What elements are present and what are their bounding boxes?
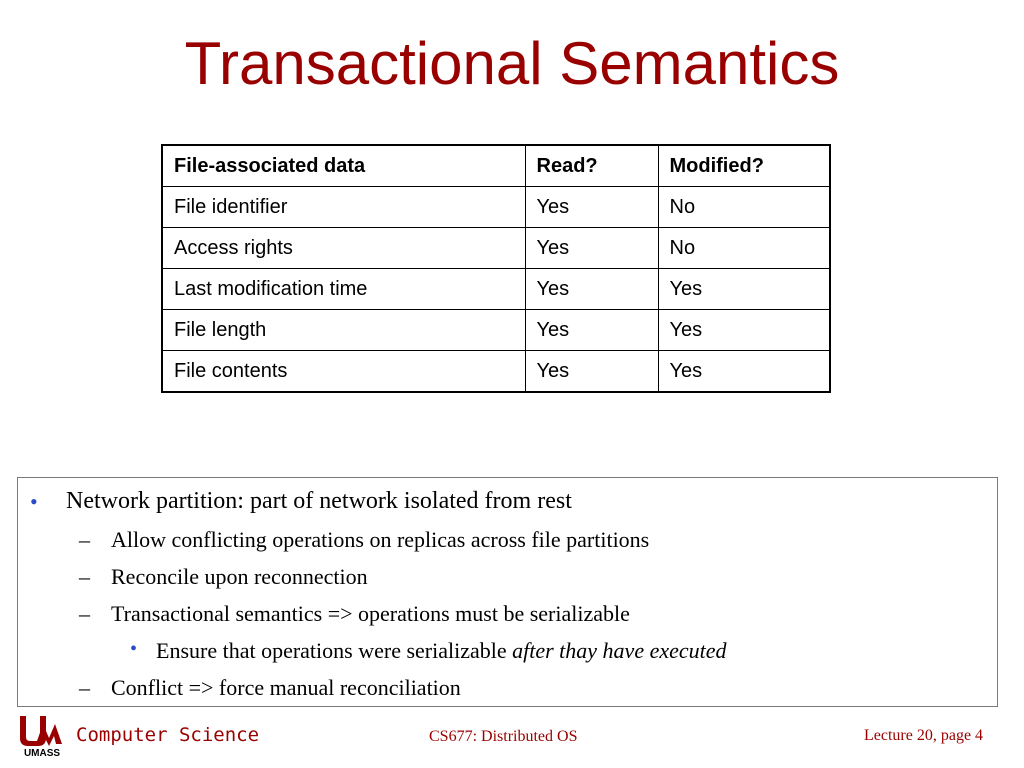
table-cell: Last modification time: [161, 268, 526, 310]
bullet-dot: •: [30, 489, 38, 514]
table-cell: Access rights: [161, 227, 526, 269]
bullet-allow-conflicting: Allow conflicting operations on replicas…: [111, 527, 650, 552]
table-cell: No: [657, 186, 831, 228]
table-cell: File identifier: [161, 186, 526, 228]
table-cell: Yes: [524, 350, 659, 393]
table-row: File contents Yes Yes: [161, 350, 831, 393]
bullet-conflict: Conflict => force manual reconciliation: [111, 675, 461, 700]
table-header-row: File-associated data Read? Modified?: [161, 144, 831, 187]
table-header-cell: Read?: [524, 144, 659, 187]
bullet-ensure-italic-text: after thay have executed: [512, 638, 727, 663]
bullet-dot: •: [130, 638, 138, 660]
table-row: File length Yes Yes: [161, 309, 831, 351]
bullet-reconcile: Reconcile upon reconnection: [111, 564, 368, 589]
bullet-dash: –: [79, 675, 90, 700]
footer-course: CS677: Distributed OS: [429, 728, 578, 745]
table-cell: Yes: [524, 309, 659, 351]
table-cell: Yes: [657, 309, 831, 351]
file-data-table: File-associated data Read? Modified? Fil…: [161, 144, 831, 393]
table-cell: File contents: [161, 350, 526, 393]
slide-title: Transactional Semantics: [184, 30, 840, 97]
bullet-ensure-text: Ensure that operations were serializable: [156, 638, 513, 663]
footer-department: Computer Science: [76, 724, 260, 746]
bullet-dash: –: [79, 527, 90, 552]
table-cell: File length: [161, 309, 526, 351]
footer-page: Lecture 20, page 4: [864, 727, 984, 744]
table-cell: Yes: [657, 350, 831, 393]
bullet-box: [17, 477, 998, 707]
table-cell: Yes: [524, 227, 659, 269]
umass-logo: UMASS: [20, 716, 62, 758]
bullet-dash: –: [79, 601, 90, 626]
table-row: Last modification time Yes Yes: [161, 268, 831, 310]
bullet-ensure-serializable: Ensure that operations were serializable…: [156, 638, 727, 664]
umass-logo-text: UMASS: [24, 748, 60, 758]
table-row: File identifier Yes No: [161, 186, 831, 228]
table-cell: No: [657, 227, 831, 269]
table-cell: Yes: [524, 268, 659, 310]
table-cell: Yes: [524, 186, 659, 228]
table-cell: Yes: [657, 268, 831, 310]
table-row: Access rights Yes No: [161, 227, 831, 269]
bullet-network-partition: Network partition: part of network isola…: [66, 488, 572, 514]
bullet-dash: –: [79, 564, 90, 589]
bullet-transactional-semantics: Transactional semantics => operations mu…: [111, 601, 630, 626]
table-header-cell: Modified?: [657, 144, 831, 187]
table-header-cell: File-associated data: [161, 144, 526, 187]
